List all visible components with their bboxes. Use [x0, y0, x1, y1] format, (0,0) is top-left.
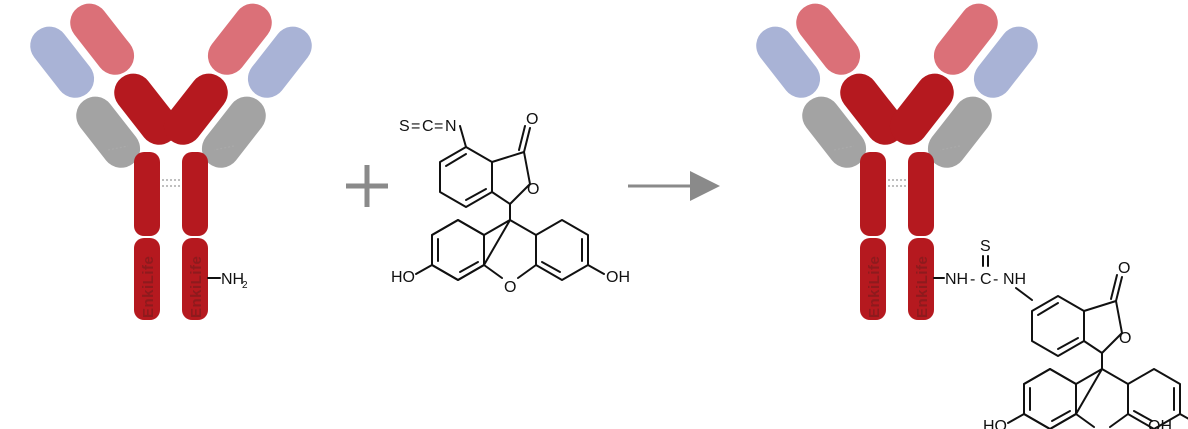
product-lactone-o: O [1119, 330, 1131, 347]
fitc-xanthene-o: O [504, 279, 516, 296]
brand-label-left: EnkiLife [866, 256, 883, 318]
fitc-hydroxyl-left: HO [391, 269, 415, 286]
fitc-n: N [445, 118, 457, 135]
antibody-product: EnkiLife EnkiLife [747, 0, 1047, 321]
product-carbonyl-o: O [1118, 260, 1130, 277]
antibody-graphic [21, 0, 321, 321]
fitc-eq2: = [434, 118, 443, 135]
thiourea-nh-left: NH [945, 271, 968, 288]
thiourea-s: S [980, 238, 991, 255]
fitc-carbonyl-o: O [526, 111, 538, 128]
fitc-molecule: S = C = N O O O HO OH [391, 111, 630, 296]
thiourea-dash-left: - [970, 271, 975, 288]
brand-label-left: EnkiLife [140, 256, 157, 318]
thiourea-c: C [980, 271, 992, 288]
fitc-lactone-o: O [527, 181, 539, 198]
plus-sign [346, 165, 388, 207]
fitc-eq1: = [411, 118, 420, 135]
thiourea-nh-right: NH [1003, 271, 1026, 288]
fitc-s: S [399, 118, 410, 135]
fitc-c: C [422, 118, 434, 135]
brand-label-right: EnkiLife [914, 256, 931, 318]
antibody-reactant: EnkiLife EnkiLife NH 2 [21, 0, 321, 321]
fitc-hydroxyl-right: OH [606, 269, 630, 286]
product-hydroxyl-left: HO [983, 418, 1007, 429]
thiourea-dash-right: - [993, 271, 998, 288]
antibody-graphic [747, 0, 1047, 321]
product-hydroxyl-right: OH [1148, 418, 1172, 429]
fluorescein-product: O O O HO OH [983, 260, 1188, 429]
amine-label: NH [221, 271, 244, 288]
amine-subscript: 2 [242, 280, 248, 291]
brand-label-right: EnkiLife [188, 256, 205, 318]
thiourea-linkage: NH - C - NH S [933, 238, 1033, 301]
